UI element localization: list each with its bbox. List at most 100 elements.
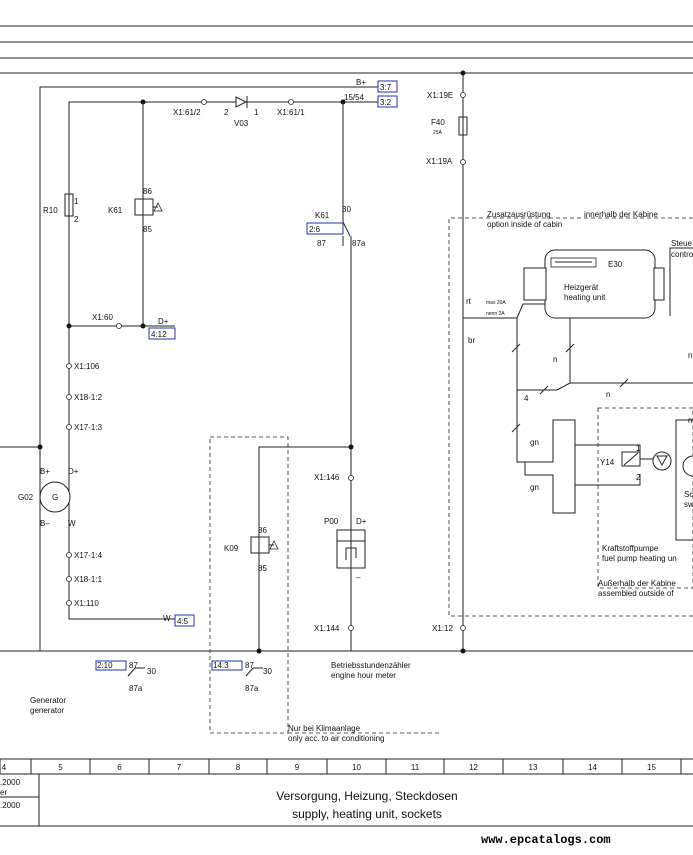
label-x1-19e: X1:19E xyxy=(427,91,453,100)
footer-column-number: 4 xyxy=(2,763,7,772)
ref-3-2[interactable]: 3:2 xyxy=(380,98,392,107)
footer-column-number: 15 xyxy=(647,763,656,772)
hour-meter-icon xyxy=(345,547,357,560)
terminal-x1-61-1 xyxy=(288,99,294,105)
ref-box-4-12[interactable] xyxy=(148,327,176,340)
control-partial xyxy=(669,247,693,316)
wire-n-right xyxy=(556,382,693,391)
terminal-x1-12 xyxy=(460,625,466,631)
fuse-f40 xyxy=(458,116,468,136)
terminal-x1-19e xyxy=(460,92,466,98)
label-nenn2a: nenn 2A xyxy=(486,311,505,317)
footer-title-de: Versorgung, Heizung, Steckdosen xyxy=(276,789,457,803)
ref-box-2-6[interactable] xyxy=(306,222,344,235)
label-br: br xyxy=(468,336,475,345)
ref-4-12[interactable]: 4:12 xyxy=(151,330,167,339)
label-kraftstoff-en: fuel pump heating un xyxy=(602,554,677,563)
label-contr: contro xyxy=(671,250,693,259)
ref-box-2-10[interactable] xyxy=(95,660,127,671)
label-r10: R10 xyxy=(43,206,58,215)
contact-k09-bottom xyxy=(245,667,263,677)
label-c2-87: 87 xyxy=(245,661,254,670)
ref-box-3-2[interactable] xyxy=(377,95,398,108)
label-g02-symbol: G xyxy=(52,493,58,502)
label-v03: V03 xyxy=(234,119,249,128)
label-sw: sw xyxy=(684,500,693,509)
label-k61-85: 85 xyxy=(143,225,152,234)
label-k09-85: 85 xyxy=(258,564,267,573)
footer-date1: .2000 xyxy=(0,778,21,787)
wire-15-54 xyxy=(68,101,378,326)
label-v03-pin2: 2 xyxy=(224,108,229,117)
label-r10-pin1: 1 xyxy=(74,197,79,206)
label-y14: Y14 xyxy=(600,458,615,467)
ref-2-10[interactable]: 2:10 xyxy=(97,661,113,670)
label-k61-contact: K61 xyxy=(315,211,330,220)
terminal xyxy=(66,363,72,369)
junction-dot xyxy=(460,70,466,76)
footer-column-number: 6 xyxy=(117,763,122,772)
label-heizgeraet-de: Heizgerät xyxy=(564,283,599,292)
terminal xyxy=(66,394,72,400)
label-y14-pin2: 2 xyxy=(636,473,641,482)
fuel-pump-icon xyxy=(652,451,672,471)
switch-partial xyxy=(675,419,693,541)
footer-column-number: 12 xyxy=(469,763,478,772)
wire-heater-rt xyxy=(463,317,557,391)
label-k61-87a: 87a xyxy=(352,239,366,248)
terminal xyxy=(66,424,72,430)
wire-k09 xyxy=(258,446,351,651)
wire-main-left xyxy=(39,86,378,651)
heating-unit-left-cap xyxy=(523,267,547,301)
ref-box-3-7[interactable] xyxy=(377,80,398,93)
label-c1-30: 30 xyxy=(147,667,156,676)
label-x17-1-3: X17-1:3 xyxy=(74,423,103,432)
label-gn1: gn xyxy=(530,438,539,447)
label-b-plus: B+ xyxy=(356,78,366,87)
label-n1: n xyxy=(553,355,557,364)
ref-3-7[interactable]: 3:7 xyxy=(380,83,392,92)
label-ausserhalb-en: assembled outside of xyxy=(598,589,674,598)
ref-14-3[interactable]: 14:3 xyxy=(213,661,229,670)
label-x1-60: X1:60 xyxy=(92,313,113,322)
ref-box-4-5[interactable] xyxy=(174,614,195,627)
terminal-x1-146 xyxy=(348,475,354,481)
label-f40: F40 xyxy=(431,118,445,127)
label-n4: n xyxy=(688,416,692,425)
label-four: 4 xyxy=(524,394,529,403)
resistor-r10 xyxy=(64,193,74,217)
ref-box-14-3[interactable] xyxy=(211,660,243,671)
relay-k09-coil xyxy=(250,536,270,554)
label-k61-87: 87 xyxy=(317,239,326,248)
watermark: www.epcatalogs.com xyxy=(481,833,611,847)
label-g02-bplus: B+ xyxy=(40,467,50,476)
terminal-x1-61-2 xyxy=(201,99,207,105)
footer-date2-label: er xyxy=(0,788,7,797)
ref-2-6[interactable]: 2:6 xyxy=(309,225,321,234)
label-heizgeraet-en: heating unit xyxy=(564,293,606,302)
label-n3: n xyxy=(606,390,610,399)
label-generator-en: generator xyxy=(30,706,65,715)
terminal-x1-144 xyxy=(348,625,354,631)
label-klima-en: only acc. to air conditioning xyxy=(288,734,385,743)
label-d-plus-ref: D+ xyxy=(158,317,169,326)
junction-dot xyxy=(256,648,262,654)
terminal xyxy=(66,600,72,606)
label-gn2: gn xyxy=(530,483,539,492)
label-y14-pin1: 1 xyxy=(636,444,641,453)
label-x18-1-2: X18-1:2 xyxy=(74,393,103,402)
terminal xyxy=(66,576,72,582)
label-c1-87a: 87a xyxy=(129,684,143,693)
terminal-x1-60 xyxy=(116,323,122,329)
footer-column-number: 11 xyxy=(411,763,420,772)
label-x1-61-1: X1:61/1 xyxy=(277,108,305,117)
footer-date3: .2000 xyxy=(0,801,21,810)
diode-v03 xyxy=(235,96,248,108)
label-x1-144: X1:144 xyxy=(314,624,340,633)
ref-4-5[interactable]: 4:5 xyxy=(177,617,189,626)
footer-column-number: 10 xyxy=(352,763,361,772)
label-x17-1-4: X17-1:4 xyxy=(74,551,103,560)
label-klima-de: Nur bei Klimaanlage xyxy=(288,724,361,733)
